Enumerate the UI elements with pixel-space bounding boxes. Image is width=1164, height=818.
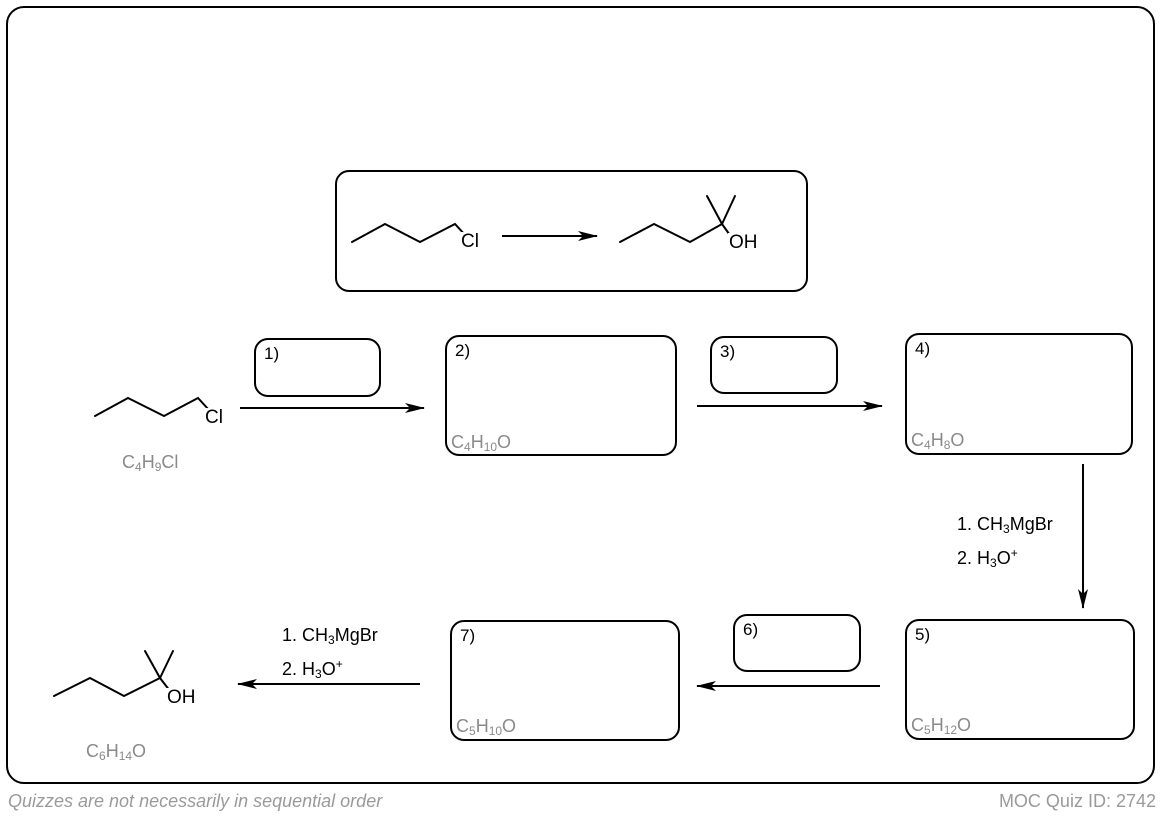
- target-product-skeleton: [619, 222, 723, 244]
- product-oh-label: OH: [166, 687, 197, 708]
- box7-formula: C5H10O: [456, 716, 517, 738]
- product-formula: C6H14O: [86, 741, 147, 763]
- box-number: 4): [915, 339, 931, 358]
- reagents-step4: 1. CH3MgBr 2. H3O+: [957, 514, 1053, 570]
- quiz-id: MOC Quiz ID: 2742: [998, 791, 1156, 811]
- start-formula: C4H9Cl: [122, 452, 179, 474]
- box-number: 7): [460, 626, 476, 645]
- start-cl-label: Cl: [204, 407, 224, 428]
- target-reactant-cl: Cl: [460, 231, 480, 252]
- reagents-final: 1. CH3MgBr 2. H3O+: [282, 625, 378, 681]
- target-reactant-skeleton: [351, 222, 467, 244]
- box5-formula: C5H12O: [911, 715, 972, 737]
- answer-box-7[interactable]: 7) C5H10O: [450, 620, 680, 741]
- box-number: 5): [915, 625, 931, 644]
- answer-box-1[interactable]: 1): [254, 338, 381, 397]
- box-number: 6): [743, 620, 759, 639]
- answer-box-6[interactable]: 6): [733, 614, 861, 672]
- box-number: 2): [455, 341, 471, 360]
- start-skeleton: [94, 396, 210, 418]
- answer-box-5[interactable]: 5) C5H12O: [905, 619, 1135, 740]
- product-skeleton: [53, 676, 161, 698]
- answer-box-3[interactable]: 3): [710, 336, 838, 394]
- box2-formula: C4H10O: [451, 432, 512, 454]
- box-number: 3): [720, 342, 736, 361]
- box4-formula: C4H8O: [911, 430, 965, 452]
- footer-note: Quizzes are not necessarily in sequentia…: [8, 791, 383, 811]
- answer-box-2[interactable]: 2) C4H10O: [445, 335, 677, 456]
- quiz-frame: [6, 6, 1155, 784]
- answer-box-4[interactable]: 4) C4H8O: [905, 333, 1133, 455]
- box-number: 1): [264, 344, 280, 363]
- target-product-oh: OH: [728, 232, 759, 253]
- target-reaction-box: [335, 170, 808, 292]
